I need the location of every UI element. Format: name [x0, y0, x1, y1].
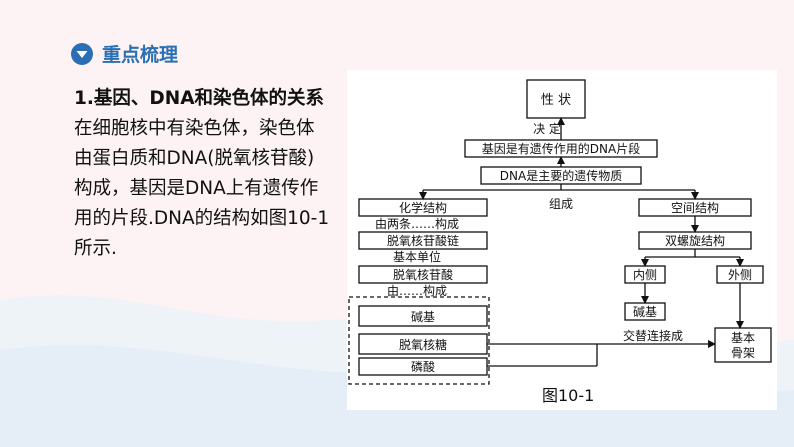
- section-header: 重点梳理: [70, 40, 178, 67]
- figure-caption: 图10-1: [542, 386, 595, 405]
- unit-label: 基本单位: [393, 249, 441, 264]
- spatial-structure-label: 空间结构: [671, 200, 719, 215]
- inner-label: 内侧: [633, 268, 657, 282]
- decide-label: 决 定: [533, 121, 561, 136]
- dna-label: DNA是主要的遗传物质: [500, 168, 622, 183]
- backbone-label-2: 骨架: [731, 346, 755, 360]
- two-chains-label: 由两条……构成: [375, 216, 459, 231]
- trait-label: 性 状: [541, 93, 571, 108]
- topic-heading: 1.基因、DNA和染色体的关系: [74, 88, 325, 109]
- made-of-label: 由……构成: [387, 283, 447, 298]
- backbone-label-1: 基本: [731, 331, 755, 345]
- dna-structure-figure: 性 状 决 定 基因是有遗传作用的DNA片段 DNA是主要的遗传物质 组成 化学…: [347, 70, 777, 410]
- base-label: 碱基: [411, 310, 435, 324]
- phosphate-label: 磷酸: [411, 359, 435, 374]
- body-line: 构成，基因是DNA上有遗传作: [74, 178, 319, 199]
- chevron-down-circle-icon: [71, 42, 93, 65]
- trait-box: [526, 79, 586, 119]
- concept-map: 性 状 决 定 基因是有遗传作用的DNA片段 DNA是主要的遗传物质 组成 化学…: [348, 79, 772, 385]
- body-line: 所示.: [74, 238, 117, 259]
- components-dashed-group: [348, 296, 490, 385]
- alternate-label: 交替连接成: [623, 328, 683, 343]
- gene-label: 基因是有遗传作用的DNA片段: [482, 141, 640, 156]
- explanation-text: 1.基因、DNA和染色体的关系 在细胞核中有染色体，染色体 由蛋白质和DNA(脱…: [74, 84, 342, 264]
- chem-structure-label: 化学结构: [399, 200, 447, 215]
- nucleotide-label: 脱氧核苷酸: [393, 267, 453, 282]
- body-line: 在细胞核中有染色体，染色体: [74, 118, 315, 139]
- helix-label: 双螺旋结构: [665, 233, 725, 248]
- base-box: [358, 305, 488, 327]
- outer-label: 外侧: [728, 268, 752, 282]
- body-line: 由蛋白质和DNA(脱氧核苷酸): [74, 148, 315, 169]
- sugar-label: 脱氧核糖: [399, 337, 447, 352]
- section-title: 重点梳理: [102, 44, 179, 66]
- compose-label: 组成: [549, 197, 573, 211]
- chain-label: 脱氧核苷酸链: [387, 233, 459, 248]
- chain-box: [358, 231, 488, 250]
- base-inner-label: 碱基: [633, 305, 657, 319]
- body-line: 用的片段.DNA的结构如图10-1: [74, 208, 330, 229]
- nucleotide-box: [358, 265, 488, 284]
